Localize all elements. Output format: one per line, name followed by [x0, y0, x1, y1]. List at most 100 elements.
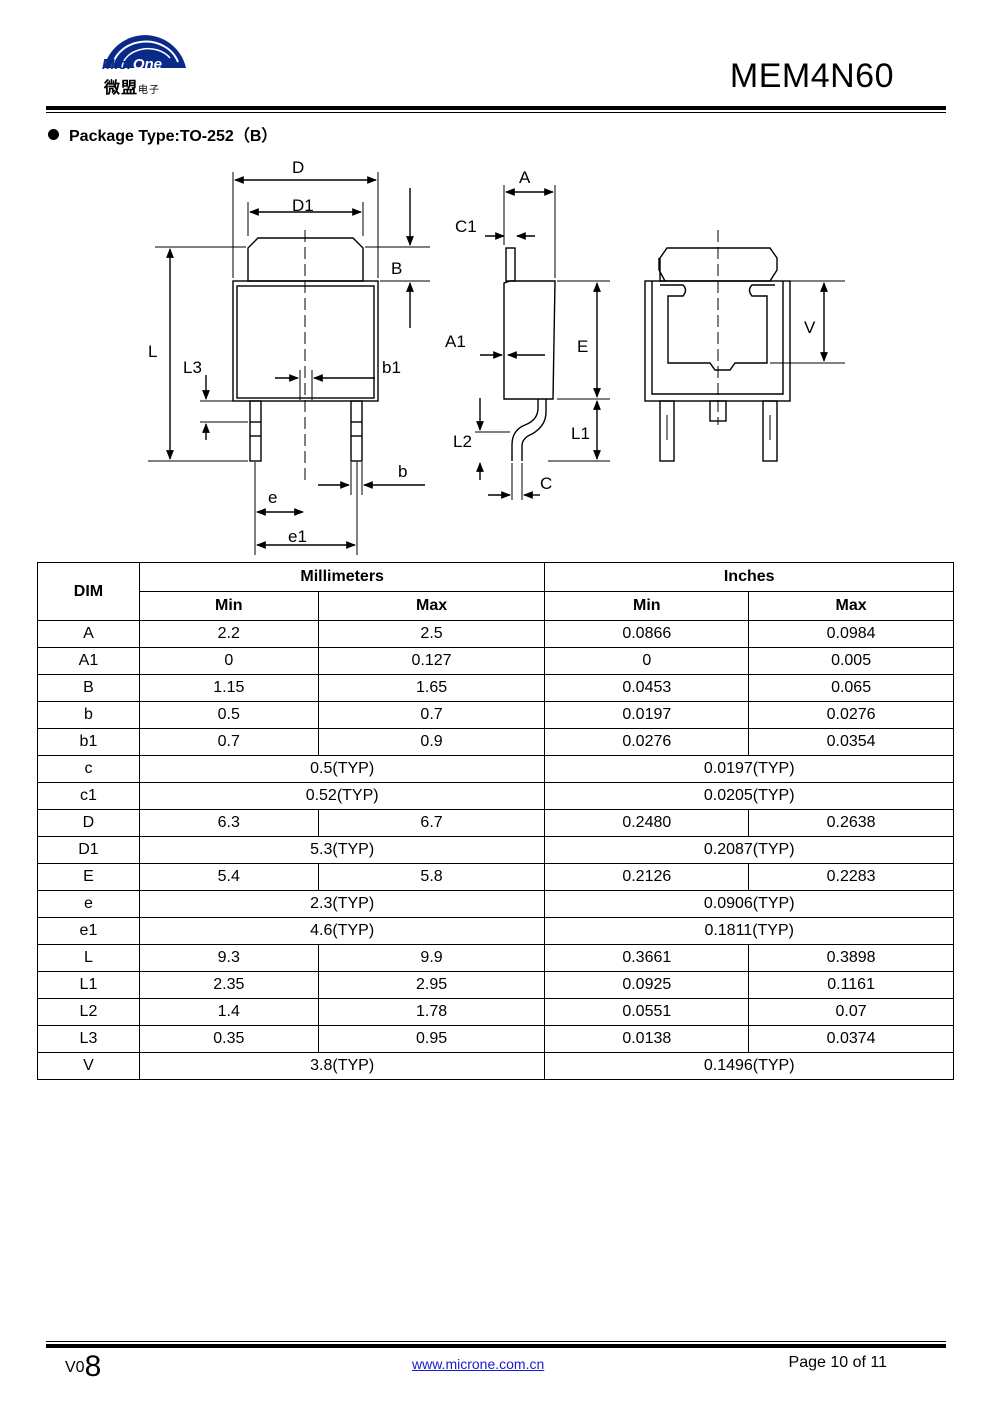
- mm-min-header: Min: [138, 591, 319, 621]
- in-max-cell: 0.07: [748, 998, 954, 1026]
- header-rule-thin: [46, 112, 946, 113]
- dim-cell: V: [37, 1052, 140, 1080]
- in-min-cell: 0.0866: [544, 620, 750, 648]
- dim-cell: A: [37, 620, 140, 648]
- mm-min-cell: 0.5: [138, 701, 319, 729]
- mm-max-header: Max: [317, 591, 546, 621]
- dim-cell: D: [37, 809, 140, 837]
- mm-min-cell: 2.35: [138, 971, 319, 999]
- dim-cell: b1: [37, 728, 140, 756]
- mm-min-cell: 6.3: [138, 809, 319, 837]
- in-max-cell: 0.0984: [748, 620, 954, 648]
- dim-header: DIM: [37, 562, 140, 621]
- in-min-cell: 0.2480: [544, 809, 750, 837]
- dim-label-e: e: [268, 488, 277, 507]
- dim-cell: e1: [37, 917, 140, 945]
- dim-cell: A1: [37, 647, 140, 675]
- document-title: MEM4N60: [729, 57, 894, 95]
- in-min-cell: 0.0197: [544, 701, 750, 729]
- bullet-icon: [48, 129, 59, 140]
- mm-max-cell: 0.7: [317, 701, 546, 729]
- dim-label-b1: b1: [382, 358, 401, 377]
- mm-max-cell: 0.95: [317, 1025, 546, 1053]
- mm-typ-cell: 2.3(TYP): [138, 890, 546, 918]
- mm-typ-cell: 3.8(TYP): [138, 1052, 546, 1080]
- dim-cell: L: [37, 944, 140, 972]
- logo-text-en: MicrOne: [102, 56, 163, 73]
- dim-cell: L3: [37, 1025, 140, 1053]
- in-max-cell: 0.2638: [748, 809, 954, 837]
- dim-cell: D1: [37, 836, 140, 864]
- dim-label-e1: e1: [288, 527, 307, 546]
- dim-cell: B: [37, 674, 140, 702]
- mm-max-cell: 0.9: [317, 728, 546, 756]
- dim-label-L1: L1: [571, 424, 590, 443]
- in-max-cell: 0.3898: [748, 944, 954, 972]
- mm-typ-cell: 4.6(TYP): [138, 917, 546, 945]
- in-min-cell: 0.0453: [544, 674, 750, 702]
- in-typ-cell: 0.2087(TYP): [544, 836, 954, 864]
- dim-label-L: L: [148, 342, 157, 361]
- in-max-header: Max: [748, 591, 954, 621]
- mm-max-cell: 2.5: [317, 620, 546, 648]
- inches-header: Inches: [544, 562, 954, 592]
- mm-min-cell: 1.15: [138, 674, 319, 702]
- in-typ-cell: 0.0205(TYP): [544, 782, 954, 810]
- in-max-cell: 0.0374: [748, 1025, 954, 1053]
- dim-label-B: B: [391, 259, 402, 278]
- dim-cell: c1: [37, 782, 140, 810]
- dim-label-D1: D1: [292, 196, 314, 215]
- in-max-cell: 0.1161: [748, 971, 954, 999]
- in-typ-cell: 0.1811(TYP): [544, 917, 954, 945]
- in-min-cell: 0.0276: [544, 728, 750, 756]
- company-logo: MicrOne 微盟电子: [100, 24, 190, 98]
- in-typ-cell: 0.0906(TYP): [544, 890, 954, 918]
- side-view: [475, 185, 610, 500]
- dim-cell: b: [37, 701, 140, 729]
- in-max-cell: 0.005: [748, 647, 954, 675]
- mm-min-cell: 0.35: [138, 1025, 319, 1053]
- in-min-cell: 0: [544, 647, 750, 675]
- dim-cell: E: [37, 863, 140, 891]
- mm-max-cell: 5.8: [317, 863, 546, 891]
- dim-cell: L2: [37, 998, 140, 1026]
- dim-label-A1: A1: [445, 332, 466, 351]
- in-min-cell: 0.0551: [544, 998, 750, 1026]
- in-max-cell: 0.0354: [748, 728, 954, 756]
- dim-label-V: V: [804, 318, 816, 337]
- mm-max-cell: 2.95: [317, 971, 546, 999]
- logo-globe-icon: [104, 35, 186, 69]
- mm-min-cell: 9.3: [138, 944, 319, 972]
- dim-label-C1: C1: [455, 217, 477, 236]
- mm-max-cell: 1.78: [317, 998, 546, 1026]
- mm-min-cell: 1.4: [138, 998, 319, 1026]
- in-min-cell: 0.3661: [544, 944, 750, 972]
- bottom-view: [644, 230, 845, 462]
- in-max-cell: 0.0276: [748, 701, 954, 729]
- footer-rule-thin: [46, 1341, 946, 1342]
- footer-website-link[interactable]: www.microne.com.cn: [412, 1356, 545, 1372]
- in-min-cell: 0.0138: [544, 1025, 750, 1053]
- in-max-cell: 0.2283: [748, 863, 954, 891]
- footer-rule: [46, 1344, 946, 1348]
- dim-label-D: D: [292, 158, 304, 177]
- dimensions-table: DIM Millimeters Inches Min Max Min Max A…: [37, 562, 954, 1080]
- mm-min-cell: 2.2: [138, 620, 319, 648]
- in-max-cell: 0.065: [748, 674, 954, 702]
- dim-label-A: A: [519, 168, 531, 187]
- mm-min-cell: 5.4: [138, 863, 319, 891]
- mm-max-cell: 9.9: [317, 944, 546, 972]
